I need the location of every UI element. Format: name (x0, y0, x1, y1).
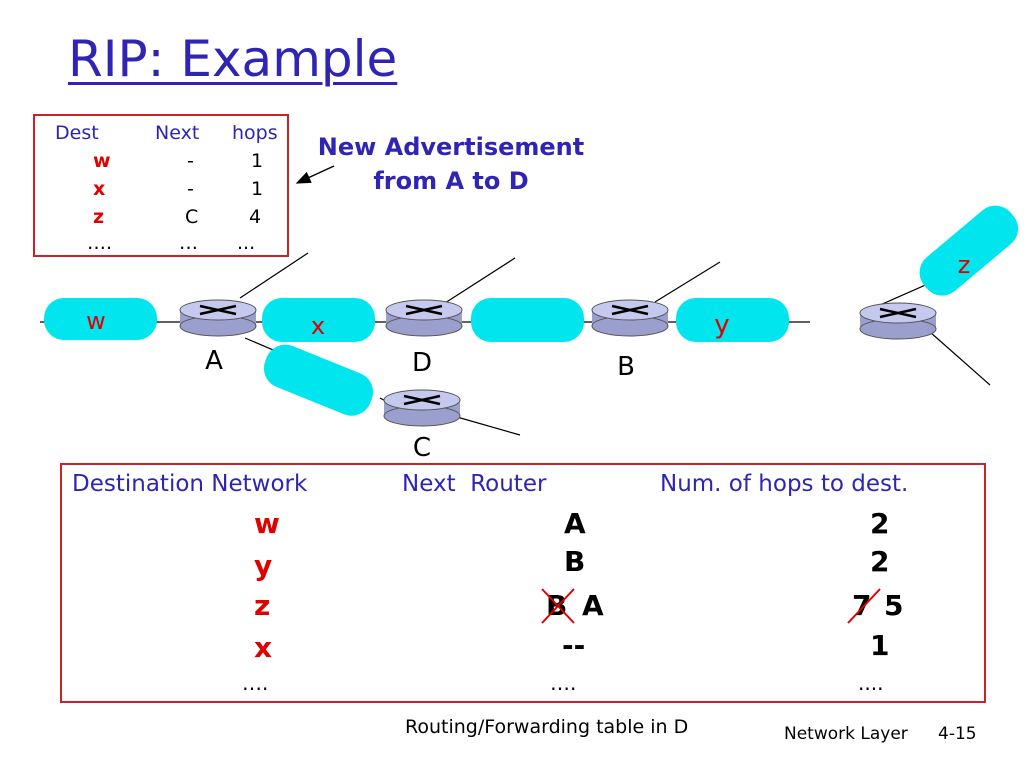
route-header-next: Next Router (402, 471, 547, 497)
routing-table-caption: Routing/Forwarding table in D (405, 716, 689, 738)
network-label-x: x (311, 312, 325, 340)
link-D-up (444, 257, 516, 304)
routing-table: Destination Network Next Router Num. of … (60, 463, 986, 703)
route-row-hops: .... (858, 671, 884, 695)
adv-row-next: - (187, 178, 194, 200)
router-D-icon (385, 299, 463, 337)
router-label-D: D (412, 348, 432, 378)
route-header-hops: Num. of hops to dest. (660, 471, 909, 497)
router-label-B: B (617, 352, 635, 382)
link-Z-down (929, 331, 991, 386)
route-row-next: A (564, 507, 586, 540)
route-header-dest: Destination Network (72, 471, 308, 497)
link-B-up (654, 261, 721, 303)
advertisement-label-line2: from A to D (373, 167, 529, 195)
route-row-next: -- (562, 629, 586, 662)
footer-label: Network Layer (784, 724, 908, 744)
link-C-right (449, 414, 521, 436)
route-row-hops: 2 (870, 545, 890, 578)
advertisement-table: Dest Next hops w - 1 x - 1 z C 4 …. … ..… (33, 114, 289, 257)
route-row-dest: y (254, 549, 273, 582)
advertisement-label: New Advertisement from A to D (306, 130, 596, 198)
route-row-hops: 1 (870, 629, 890, 662)
adv-row-hops: 1 (251, 178, 264, 200)
adv-header-dest: Dest (55, 122, 99, 144)
route-row-dest: x (254, 631, 273, 664)
route-row-next: A (582, 589, 604, 622)
network-c-blob (263, 344, 374, 416)
router-Z-icon (859, 302, 937, 340)
network-label-w: w (86, 307, 106, 335)
adv-row-dest: z (93, 206, 105, 228)
strike-mark-icon (847, 588, 881, 624)
route-row-next: …. (550, 671, 577, 695)
router-label-C: C (413, 433, 431, 463)
adv-row-next: - (187, 150, 194, 172)
router-A-icon (179, 299, 257, 337)
adv-header-next: Next (155, 122, 200, 144)
strike-mark-icon (541, 588, 575, 624)
advertisement-arrow (295, 165, 335, 184)
route-row-dest: …. (242, 671, 269, 695)
page-number: 4-15 (938, 724, 977, 744)
adv-row-dest: x (93, 178, 106, 200)
link-A-up (239, 252, 309, 299)
adv-row-dest: …. (87, 232, 113, 254)
page-title: RIP: Example (68, 30, 398, 88)
adv-row-next: C (185, 206, 199, 228)
adv-row-hops: 1 (251, 150, 264, 172)
route-row-next-old: B (541, 588, 575, 624)
network-z-blob (919, 205, 1019, 296)
advertisement-label-line1: New Advertisement (317, 133, 585, 161)
adv-header-hops: hops (232, 122, 278, 144)
network-y-blob (676, 298, 789, 342)
route-row-hops: 2 (870, 507, 890, 540)
route-row-hops: 5 (884, 589, 904, 622)
router-C-icon (383, 389, 461, 427)
network-yd-blob (471, 298, 584, 342)
route-row-hops-old: 7 (847, 588, 881, 624)
router-label-A: A (205, 346, 223, 376)
network-w-blob (44, 298, 157, 340)
adv-row-next: … (179, 232, 198, 254)
router-B-icon (591, 299, 669, 337)
adv-row-hops: 4 (249, 206, 262, 228)
route-row-dest: z (254, 589, 271, 622)
network-label-z: z (958, 251, 971, 279)
route-row-dest: w (254, 507, 280, 540)
network-x-blob (262, 298, 375, 342)
adv-row-dest: w (93, 150, 111, 172)
network-label-y: y (714, 310, 729, 340)
adv-row-hops: ... (237, 232, 256, 254)
route-row-next: B (564, 545, 586, 578)
